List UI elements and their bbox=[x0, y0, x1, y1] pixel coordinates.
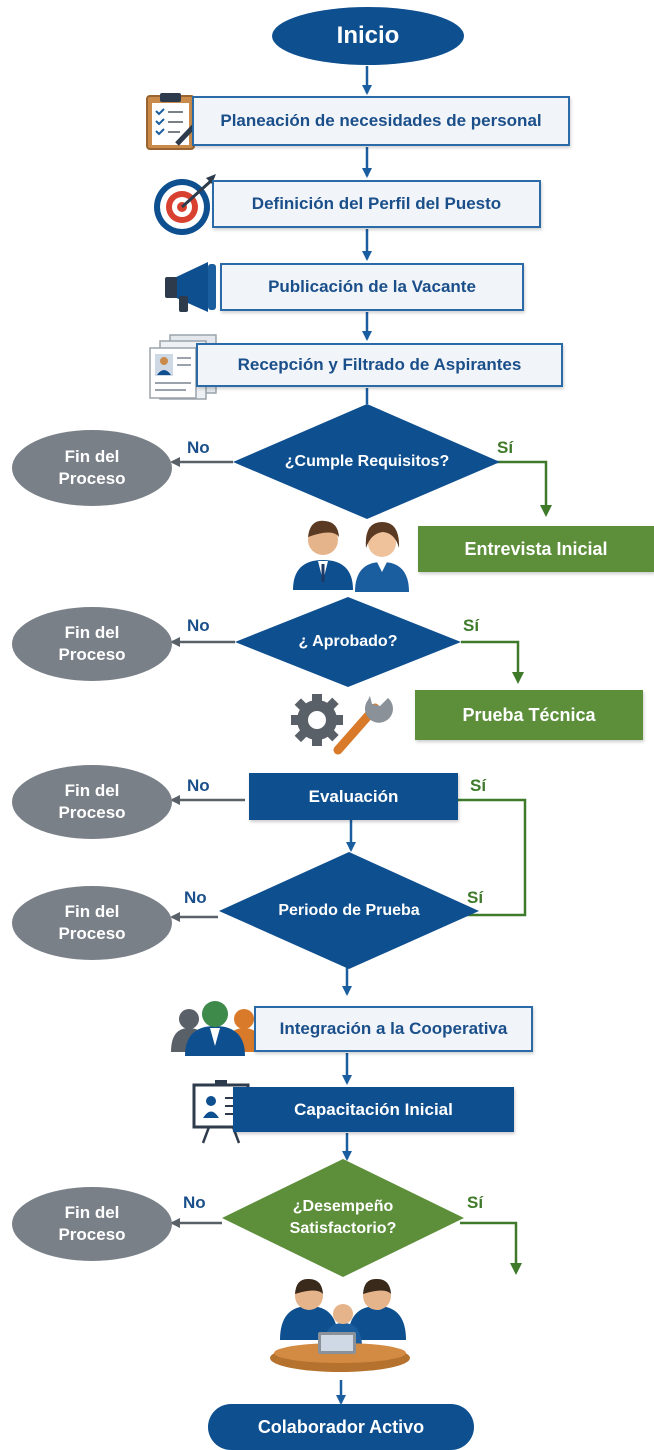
yes-label-5: Sí bbox=[467, 1193, 484, 1212]
no-label-4: No bbox=[184, 888, 207, 907]
final-label: Colaborador Activo bbox=[257, 1416, 425, 1437]
decision-performance-shape bbox=[222, 1159, 464, 1277]
decision-approved: ¿ Aprobado? bbox=[270, 625, 426, 659]
step-training: Capacitación Inicial bbox=[233, 1087, 514, 1132]
step-reception-label: Recepción y Filtrado de Aspirantes bbox=[237, 355, 522, 374]
step-profile-label: Definición del Perfil del Puesto bbox=[251, 194, 502, 213]
interview-people-icon bbox=[293, 520, 409, 592]
end-process-line1: Fin del bbox=[64, 623, 120, 642]
meeting-table-icon bbox=[270, 1278, 410, 1372]
step-publication-label: Publicación de la Vacante bbox=[268, 277, 476, 296]
team-group-icon bbox=[171, 1001, 262, 1056]
yes-label-2: Sí bbox=[463, 616, 480, 635]
end-process-line1: Fin del bbox=[64, 902, 120, 921]
step-planning: Planeación de necesidades de personal bbox=[192, 96, 570, 146]
end-process-line2: Proceso bbox=[58, 645, 126, 664]
decision-requirements: ¿Cumple Requisitos? bbox=[263, 445, 471, 479]
start-label: Inicio bbox=[336, 22, 400, 49]
step-training-label: Capacitación Inicial bbox=[294, 1099, 453, 1119]
step-publication: Publicación de la Vacante bbox=[220, 263, 524, 311]
no-label-1: No bbox=[187, 438, 210, 457]
step-technical-test-label: Prueba Técnica bbox=[462, 704, 596, 725]
no-label-5: No bbox=[183, 1193, 206, 1212]
step-evaluation: Evaluación bbox=[249, 773, 458, 820]
start-node: Inicio bbox=[272, 7, 464, 65]
step-profile: Definición del Perfil del Puesto bbox=[212, 180, 541, 228]
end-process-line2: Proceso bbox=[58, 803, 126, 822]
end-process-line2: Proceso bbox=[58, 469, 126, 488]
step-integration-label: Integración a la Cooperativa bbox=[279, 1019, 508, 1038]
yes-label-3: Sí bbox=[470, 776, 487, 795]
step-reception: Recepción y Filtrado de Aspirantes bbox=[196, 343, 563, 387]
gear-wrench-icon bbox=[291, 694, 393, 755]
target-icon bbox=[154, 174, 216, 235]
end-process-line1: Fin del bbox=[64, 781, 120, 800]
no-label-3: No bbox=[187, 776, 210, 795]
decision-performance-line2: Satisfactorio? bbox=[289, 1220, 397, 1237]
step-evaluation-label: Evaluación bbox=[308, 786, 399, 806]
step-interview-label: Entrevista Inicial bbox=[464, 538, 608, 559]
yes-label-1: Sí bbox=[497, 438, 514, 457]
step-planning-label: Planeación de necesidades de personal bbox=[220, 111, 542, 130]
decision-trial-shape bbox=[219, 852, 479, 969]
decision-approved-label: ¿ Aprobado? bbox=[298, 633, 398, 650]
end-process-line1: Fin del bbox=[64, 1203, 120, 1222]
yes-label-4: Sí bbox=[467, 888, 484, 907]
clipboard-checklist-icon bbox=[146, 93, 198, 150]
decision-requirements-shape bbox=[233, 404, 500, 519]
step-integration: Integración a la Cooperativa bbox=[254, 1006, 533, 1052]
decision-trial: Periodo de Prueba bbox=[254, 894, 444, 928]
final-node: Colaborador Activo bbox=[208, 1404, 474, 1450]
decision-trial-label: Periodo de Prueba bbox=[278, 902, 420, 919]
decision-approved-shape bbox=[235, 597, 461, 687]
end-process-line1: Fin del bbox=[64, 447, 120, 466]
step-interview: Entrevista Inicial bbox=[418, 526, 654, 572]
decision-performance-line1: ¿Desempeño bbox=[292, 1198, 394, 1215]
step-technical-test: Prueba Técnica bbox=[415, 690, 643, 740]
end-process-line2: Proceso bbox=[58, 1225, 126, 1244]
decision-requirements-label: ¿Cumple Requisitos? bbox=[284, 453, 450, 470]
no-label-2: No bbox=[187, 616, 210, 635]
end-process-line2: Proceso bbox=[58, 924, 126, 943]
